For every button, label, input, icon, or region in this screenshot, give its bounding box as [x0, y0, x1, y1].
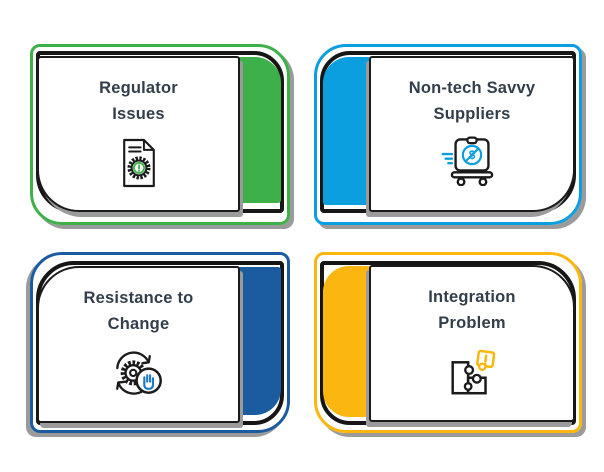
card-accent-bar: [323, 266, 371, 417]
card-frame: [314, 252, 582, 433]
card-frame: [30, 44, 290, 225]
document-gear-alert-icon: [116, 134, 162, 192]
card-non-tech-savvy-suppliers: Non-tech Savvy Suppliers $: [314, 44, 582, 225]
card-frame: [30, 252, 290, 433]
puzzle-alert-icon: [443, 343, 501, 399]
card-accent-bar: [237, 267, 281, 415]
card-integration-problem: Integration Problem: [314, 252, 582, 433]
card-accent-bar: [237, 57, 281, 203]
delivery-cart-no-cash-icon: $: [439, 134, 505, 186]
card-panel: Resistance to Change: [37, 266, 240, 423]
card-accent-bar: [323, 57, 371, 205]
card-title: Regulator Issues: [99, 79, 178, 123]
card-title: Resistance to Change: [83, 289, 194, 333]
card-resistance-to-change: Resistance to Change: [30, 252, 290, 433]
card-frame: [314, 44, 582, 225]
change-cycle-stop-hand-icon: [108, 344, 170, 398]
card-panel: Non-tech Savvy Suppliers $: [369, 56, 575, 212]
card-panel: Integration Problem: [369, 265, 575, 422]
card-panel: Regulator Issues: [37, 56, 240, 212]
card-title: Integration Problem: [428, 288, 516, 332]
card-title: Non-tech Savvy Suppliers: [408, 79, 536, 123]
card-regulator-issues: Regulator Issues: [30, 44, 290, 225]
